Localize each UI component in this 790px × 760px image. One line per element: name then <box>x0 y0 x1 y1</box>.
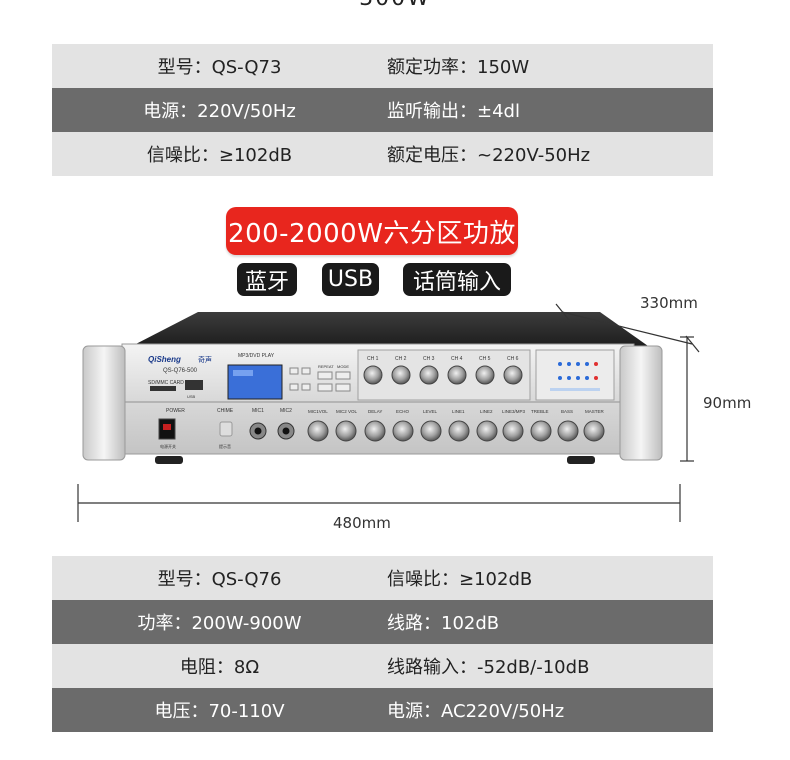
left-handle <box>82 345 126 461</box>
knob-label: LINE2 <box>480 409 493 414</box>
spec-row: 电源：220V/50Hz 监听输出：±4dl <box>52 88 713 132</box>
card-label: SD/MMC CARD <box>148 380 184 386</box>
chime-button <box>219 421 233 437</box>
cut-off-title: 300W <box>0 0 790 11</box>
knob-label: LINE3/MP3 <box>502 409 526 414</box>
led-indicators <box>550 362 600 391</box>
zone-label: CH 6 <box>507 356 519 362</box>
player-buttons <box>289 367 351 392</box>
foot <box>567 456 595 464</box>
foot <box>155 456 183 464</box>
spec-cell-left: 型号：QS-Q73 <box>157 57 282 78</box>
spec-cell-left: 电源：220V/50Hz <box>143 101 296 122</box>
knob-label: ECHO <box>396 409 410 414</box>
width-dimension-label: 480mm <box>333 514 391 532</box>
spec-row: 功率：200W-900W 线路：102dB <box>52 600 713 644</box>
knob-label: MIC2 VOL <box>336 409 358 414</box>
right-handle <box>619 345 663 461</box>
spec-cell-left: 电阻：8Ω <box>179 657 260 678</box>
spec-row: 电压：70-110V 电源：AC220V/50Hz <box>52 688 713 732</box>
depth-dimension-label: 330mm <box>640 294 698 312</box>
knob-label: DELAY <box>368 409 382 414</box>
chime-sub-label: 提示音 <box>219 443 231 449</box>
feature-tag-usb: USB <box>322 263 379 296</box>
knob-label: MASTER <box>585 409 605 414</box>
spec-table-q73: 型号：QS-Q73 额定功率：150W 电源：220V/50Hz 监听输出：±4… <box>52 44 713 176</box>
spec-cell-right: 监听输出：±4dl <box>387 101 520 122</box>
zone-label: CH 1 <box>367 356 379 362</box>
amplifier-top-lid <box>132 312 648 346</box>
mode-label: MODE <box>337 364 349 369</box>
repeat-label: REPEAT <box>318 364 334 369</box>
led-panel <box>535 349 615 401</box>
zone-label: CH 3 <box>423 356 435 362</box>
zone-knobs: CH 1 CH 2 CH 3 CH 4 CH 5 CH 6 <box>363 356 523 385</box>
chime-label: CHIME <box>217 408 234 414</box>
zone-label: CH 5 <box>479 356 491 362</box>
spec-cell-left: 型号：QS-Q76 <box>157 569 282 590</box>
brand-logo: QiSheng <box>148 355 181 364</box>
spec-cell-right: 信噪比：≥102dB <box>387 569 533 590</box>
knob-label: LEVEL <box>423 409 438 414</box>
model-label: QS-Q76-500 <box>163 368 198 374</box>
spec-cell-left: 信噪比：≥102dB <box>146 145 293 166</box>
player-label: MP3/DVD PLAY <box>238 353 275 359</box>
usb-port <box>185 380 203 390</box>
mic2-label: MIC2 <box>280 408 292 414</box>
spec-cell-right: 线路：102dB <box>387 613 500 634</box>
mic1-label: MIC1 <box>252 408 264 414</box>
control-knobs: MIC1VOL MIC2 VOL DELAY ECHO LEVEL LINE1 … <box>307 409 605 442</box>
spec-table-q76: 型号：QS-Q76 信噪比：≥102dB 功率：200W-900W 线路：102… <box>52 556 713 732</box>
knob-label: BASS <box>561 409 573 414</box>
spec-cell-right: 电源：AC220V/50Hz <box>387 701 565 722</box>
spec-row: 电阻：8Ω 线路输入：-52dB/-10dB <box>52 644 713 688</box>
spec-cell-left: 功率：200W-900W <box>137 613 302 634</box>
knob-label: LINE1 <box>452 409 465 414</box>
brand-logo-cn: 奇声 <box>198 355 212 364</box>
sd-card-slot <box>150 386 176 391</box>
spec-cell-right: 额定功率：150W <box>387 57 530 78</box>
usb-label: USB <box>187 394 196 399</box>
spec-cell-left: 电压：70-110V <box>154 701 285 722</box>
zone-label: CH 4 <box>451 356 463 362</box>
dimension-lines <box>77 303 700 522</box>
spec-row: 信噪比：≥102dB 额定电压：~220V-50Hz <box>52 132 713 176</box>
power-label: POWER <box>166 408 185 414</box>
spec-cell-right: 线路输入：-52dB/-10dB <box>387 657 590 678</box>
spec-cell-right: 额定电压：~220V-50Hz <box>387 145 591 166</box>
zone-panel <box>357 349 531 401</box>
height-dimension-label: 90mm <box>703 394 752 412</box>
feature-tag-bluetooth: 蓝牙 <box>237 263 297 296</box>
knob-label: MIC1VOL <box>308 409 328 414</box>
power-sub-label: 电源开关 <box>160 443 176 449</box>
feature-tag-mic-input: 话筒输入 <box>403 263 511 296</box>
spec-row: 型号：QS-Q76 信噪比：≥102dB <box>52 556 713 600</box>
knob-label: TREBLE <box>531 409 549 414</box>
headline-badge: 200-2000W六分区功放 <box>226 207 518 255</box>
spec-row: 型号：QS-Q73 额定功率：150W <box>52 44 713 88</box>
zone-label: CH 2 <box>395 356 407 362</box>
